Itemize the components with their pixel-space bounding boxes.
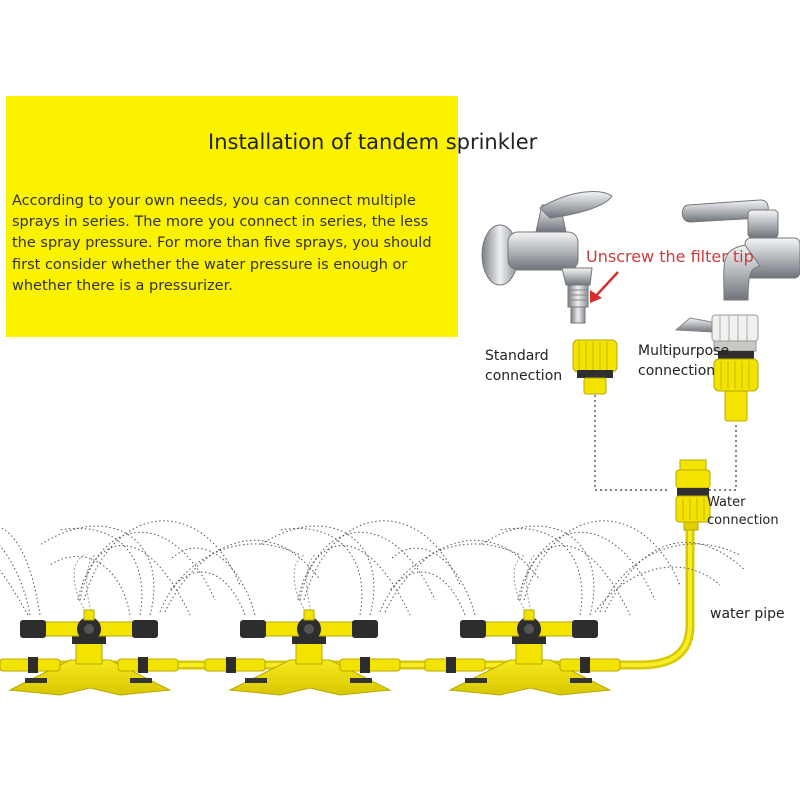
standard-connector-icon [572,339,618,395]
unscrew-filter-label: Unscrew the filter tip [586,247,754,266]
multipurpose-connection-label: Multipurpose connection [638,343,730,379]
dotted-connection-line [594,395,668,491]
multipurpose-connector-icon [713,351,759,422]
multipurpose-faucet-icon [674,199,800,352]
sprinkler-3-icon [424,609,621,696]
page-title: Installation of tandem sprinkler [208,130,538,154]
water-pipe [0,523,695,670]
red-arrow-icon [590,271,619,303]
info-panel [6,96,458,337]
standard-faucet-icon [481,191,613,324]
water-pipe-label: water pipe [710,606,785,622]
sprinkler-2-icon [204,609,401,696]
water-connection-label: Water connection [707,495,779,528]
description-text: According to your own needs, you can con… [12,193,432,294]
water-jet [73,554,536,616]
water-connector-icon [675,459,711,531]
standard-connection-label: Standard connection [485,348,563,384]
dotted-connection-line-right [708,425,737,491]
sprinkler-1-icon [0,609,179,696]
water-spray [0,520,746,616]
